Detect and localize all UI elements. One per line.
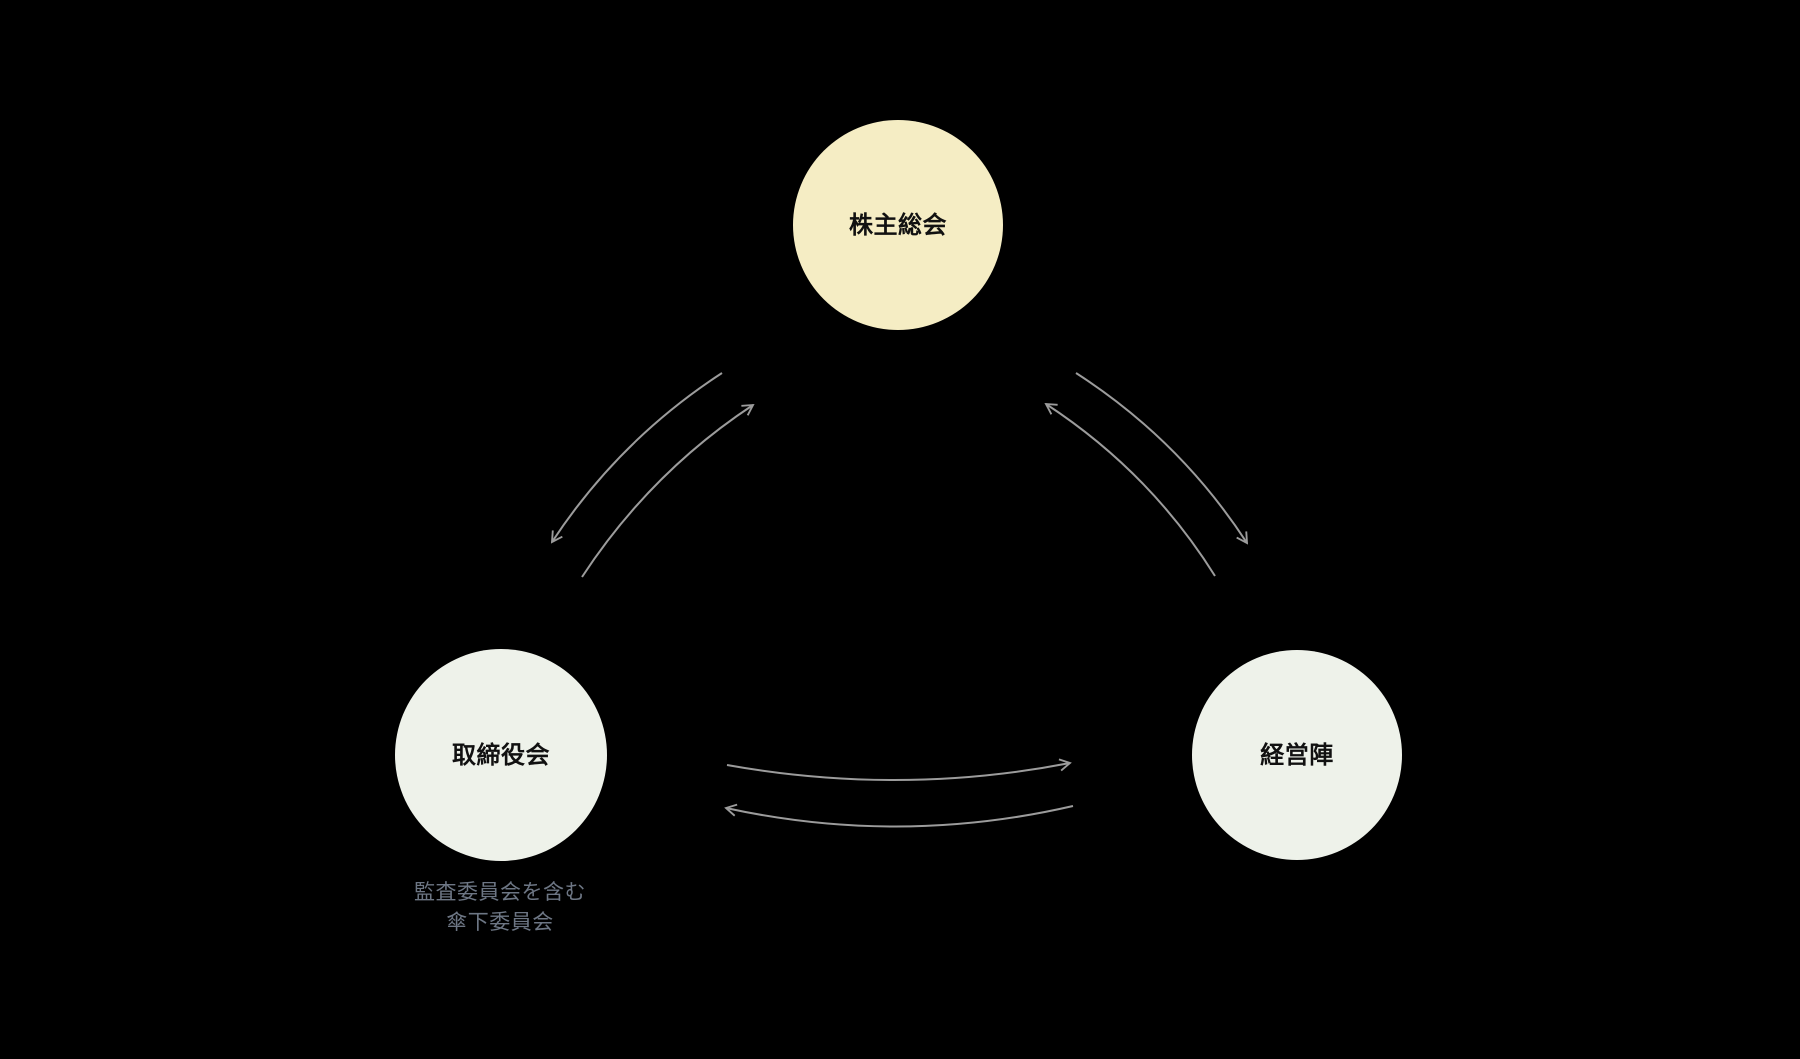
arrow-shareholders-to-management	[1075, 372, 1249, 545]
arrow-board-to-management	[726, 758, 1072, 782]
board-note-line2: 傘下委員会	[446, 911, 554, 934]
node-circle-board	[395, 649, 607, 861]
node-circle-shareholders	[793, 120, 1003, 330]
arrow-management-to-shareholders	[1044, 402, 1216, 577]
arrow-management-to-board	[724, 803, 1074, 828]
arrow-shareholders-to-board	[550, 372, 723, 544]
node-circle-management	[1192, 650, 1402, 860]
node-label-management: 経営陣	[1260, 741, 1334, 769]
arrow-board-to-shareholders	[581, 403, 755, 578]
node-label-board: 取締役会	[452, 741, 550, 769]
board-note-line1: 監査委員会を含む	[414, 881, 586, 904]
node-label-shareholders: 株主総会	[849, 211, 947, 239]
